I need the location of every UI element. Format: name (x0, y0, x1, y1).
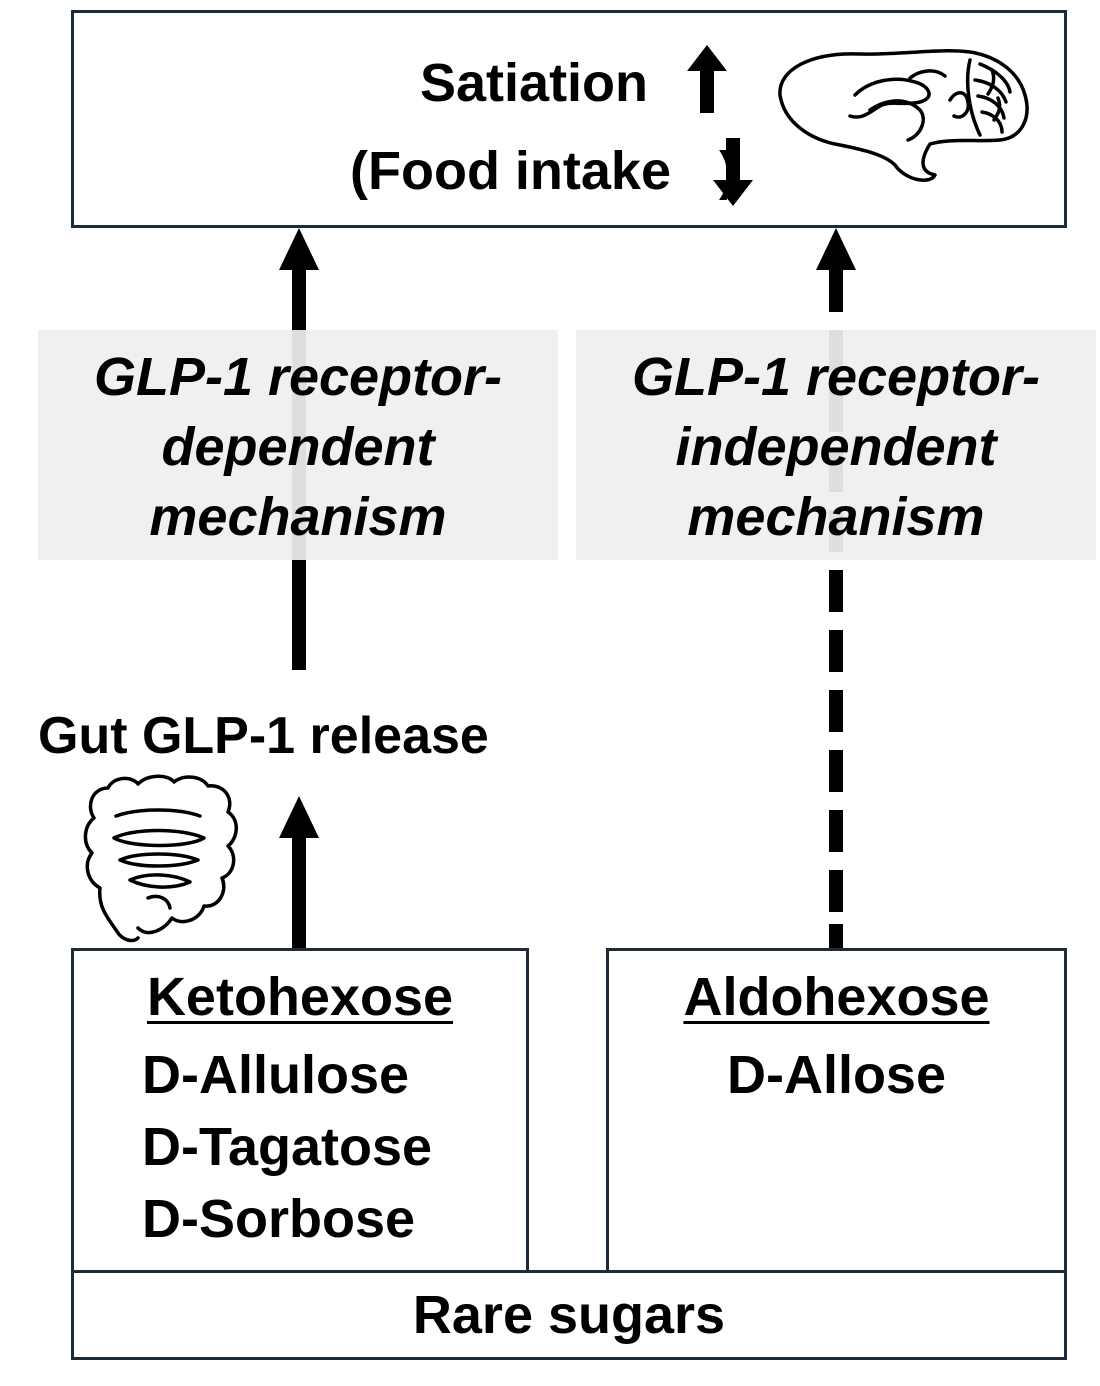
ketohexose-title: Ketohexose (146, 967, 454, 1027)
right-mechanism-label: GLP-1 receptor- independent mechanism (631, 347, 1041, 547)
ketohexose-box (71, 948, 529, 1274)
up-arrow-icon (687, 45, 727, 113)
ketohexose-item: D-Allulose (142, 1045, 410, 1105)
brain-icon (778, 49, 1029, 182)
right-mechanism-panel (576, 330, 1096, 560)
aldohexose-item: D-Allose (726, 1045, 947, 1105)
left-mechanism-label: GLP-1 receptor- dependent mechanism (93, 347, 503, 547)
ketohexose-item: D-Tagatose (142, 1117, 433, 1177)
left-lower-arrow-shaft (292, 836, 306, 950)
satiation-label: Satiation (420, 53, 649, 113)
intestine-icon (83, 774, 238, 943)
aldohexose-title: Aldohexose (683, 967, 990, 1027)
left-arrow-head-bottom (279, 796, 319, 838)
aldohexose-box (606, 948, 1067, 1274)
left-arrow-head-top (279, 228, 319, 270)
left-mechanism-panel (38, 330, 558, 560)
gut-glp1-label: Gut GLP-1 release (38, 707, 489, 765)
right-arrow-head-top (816, 228, 856, 270)
down-arrow-icon (713, 138, 753, 206)
rare-sugars-box (71, 1270, 1067, 1360)
ketohexose-item: D-Sorbose (142, 1189, 416, 1249)
satiation-box (71, 10, 1067, 228)
rare-sugars-label: Rare sugars (412, 1285, 726, 1345)
food-intake-label: (Food intake) (350, 141, 737, 201)
